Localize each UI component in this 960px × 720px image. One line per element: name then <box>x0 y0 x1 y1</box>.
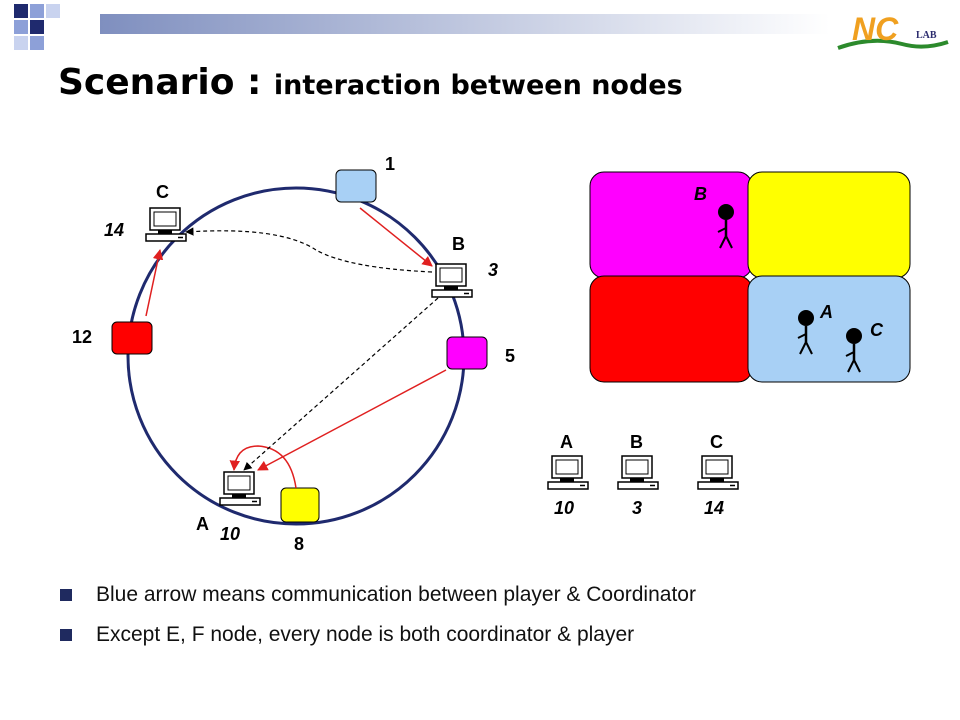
list-player-a-id: 10 <box>554 498 574 518</box>
player-a-id: 10 <box>220 524 240 544</box>
list-computer-icon-b <box>617 455 659 490</box>
player-a-name: A <box>196 514 209 534</box>
region-magenta <box>589 171 753 279</box>
bullet-item: Except E, F node, every node is both coo… <box>60 618 696 658</box>
logo-suffix: LAB <box>916 30 937 41</box>
ring-node-8 <box>280 487 320 523</box>
ring-node-8-label: 8 <box>294 534 304 554</box>
header-rule <box>100 14 830 34</box>
ring-node-5 <box>446 336 488 370</box>
list-player-a-name: A <box>560 432 573 452</box>
bullet-list: Blue arrow means communication between p… <box>60 578 696 658</box>
computer-icon-a <box>219 471 261 506</box>
ring-node-1 <box>335 169 377 203</box>
ring-node-1-label: 1 <box>385 154 395 174</box>
list-player-b-id: 3 <box>632 498 642 518</box>
arrow-12-to-c <box>145 248 164 317</box>
corner-decoration <box>14 4 60 50</box>
list-player-c-id: 14 <box>704 498 724 518</box>
list-computer-icon-c <box>697 455 739 490</box>
region-yellow <box>747 171 911 279</box>
player-c-name: C <box>156 182 169 202</box>
player-b-id: 3 <box>488 260 498 280</box>
ring-node-12-label: 12 <box>72 327 92 347</box>
avatar-b-label: B <box>694 184 707 204</box>
ring-node-5-label: 5 <box>505 346 515 366</box>
arrow-8-to-a <box>229 445 297 489</box>
arrow-1-to-b <box>359 207 433 267</box>
player-c-id: 14 <box>104 220 124 240</box>
region-red <box>589 275 753 383</box>
avatar-c-label: C <box>870 320 884 340</box>
title-sub: interaction between nodes <box>273 70 683 101</box>
list-player-b-name: B <box>630 432 643 452</box>
dashed-arrow-b-to-a <box>243 297 439 471</box>
player-b-name: B <box>452 234 465 254</box>
logo-mark: NC <box>852 11 899 47</box>
bullet-square-icon <box>60 629 72 641</box>
bullet-text: Except E, F node, every node is both coo… <box>96 623 635 646</box>
arrow-5-to-a <box>257 369 447 471</box>
bullet-item: Blue arrow means communication between p… <box>60 578 696 618</box>
computer-icon-b <box>431 263 473 298</box>
page-title: Scenario : interaction between nodes <box>58 62 683 103</box>
avatar-a-label: A <box>819 302 833 322</box>
bullet-text: Blue arrow means communication between p… <box>96 583 696 606</box>
nc-lab-logo: NC LAB <box>837 11 949 50</box>
list-player-c-name: C <box>710 432 723 452</box>
bullet-square-icon <box>60 589 72 601</box>
title-main: Scenario : <box>58 62 274 103</box>
list-computer-icon-a <box>547 455 589 490</box>
computer-icon-c <box>145 207 187 242</box>
region-blue <box>747 275 911 383</box>
ring-node-12 <box>111 321 153 355</box>
